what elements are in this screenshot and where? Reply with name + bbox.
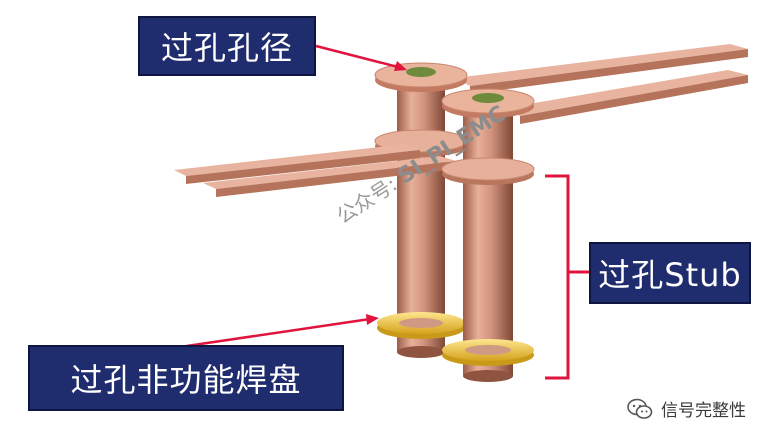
top-trace-2 <box>505 70 748 124</box>
diameter-arrow <box>315 44 407 71</box>
footer-account: 信号完整性 <box>627 396 746 421</box>
left-via <box>374 62 468 358</box>
stub-bracket <box>545 174 589 380</box>
footer-account-name: 信号完整性 <box>661 401 746 421</box>
mid-trace-1 <box>174 144 420 184</box>
mid-trace-2 <box>203 156 456 197</box>
right-via <box>441 88 535 382</box>
via-diameter-label: 过孔孔径 <box>138 16 316 76</box>
wechat-icon <box>627 398 653 419</box>
via-stub-label: 过孔Stub <box>589 242 751 304</box>
non-functional-pad-label: 过孔非功能焊盘 <box>28 345 344 411</box>
top-trace-1 <box>455 44 748 94</box>
nfp-arrow <box>179 314 379 349</box>
